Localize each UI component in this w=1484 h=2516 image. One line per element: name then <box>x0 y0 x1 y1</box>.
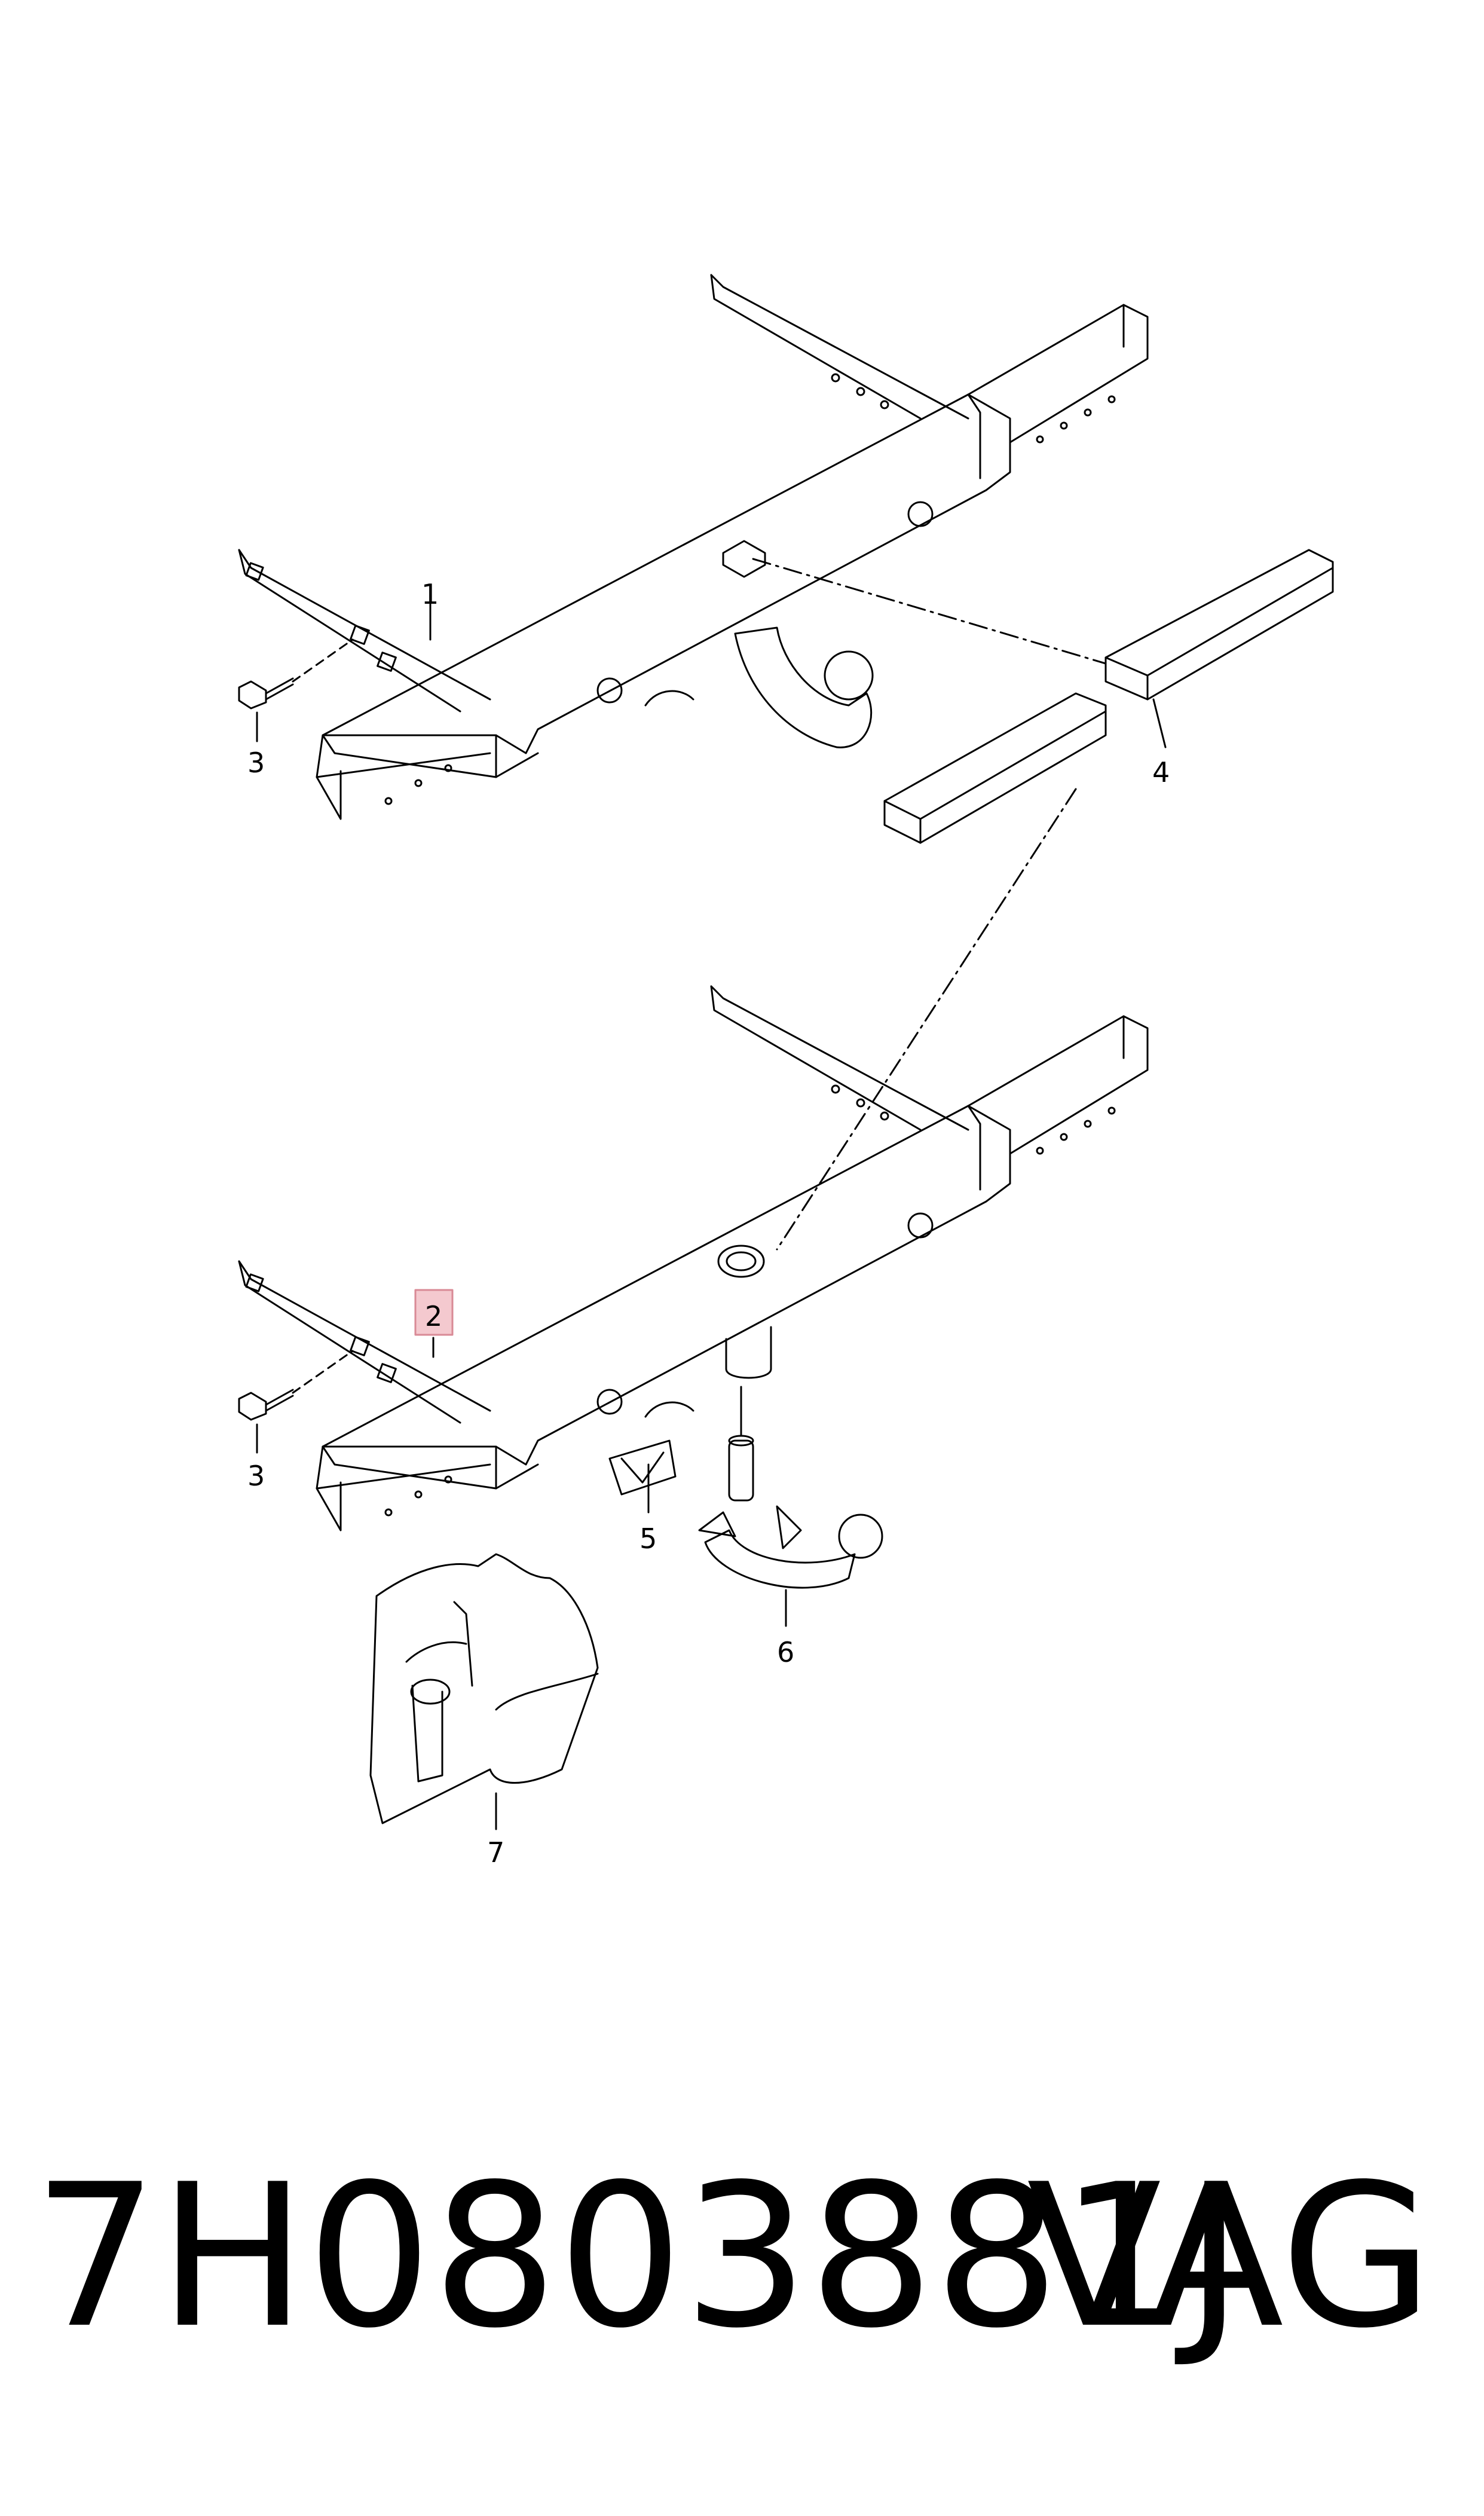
screw-lower <box>239 1390 293 1420</box>
callout-3-upper: 3 <box>247 747 265 779</box>
screw-leader-upper <box>293 640 353 681</box>
leader-4 <box>1153 699 1165 747</box>
clip-part <box>610 1441 675 1494</box>
highlight-box <box>415 1290 452 1335</box>
part-number: 7H0803881J <box>33 2142 1244 2371</box>
screw-upper <box>239 678 293 708</box>
brand-name: VAG <box>1026 2142 1433 2371</box>
cover-strips <box>885 550 1333 843</box>
callout-6: 6 <box>777 1636 794 1668</box>
screw-leader-lower <box>293 1351 353 1393</box>
callout-4: 4 <box>1152 756 1170 788</box>
callout-5: 5 <box>640 1523 657 1555</box>
leader-lower-strip <box>777 789 1076 1249</box>
detachable-tow-ball <box>699 1387 882 1588</box>
callout-1: 1 <box>421 578 439 610</box>
tow-bar-crossmember-lower <box>239 986 1148 1530</box>
leader-upper-strip <box>753 559 1106 664</box>
tow-bar-crossmember-upper <box>239 275 1148 819</box>
callout-3-lower: 3 <box>247 1460 265 1492</box>
callout-7: 7 <box>487 1836 504 1869</box>
storage-bag <box>371 1554 598 1823</box>
callout-2: 2 <box>425 1300 442 1332</box>
